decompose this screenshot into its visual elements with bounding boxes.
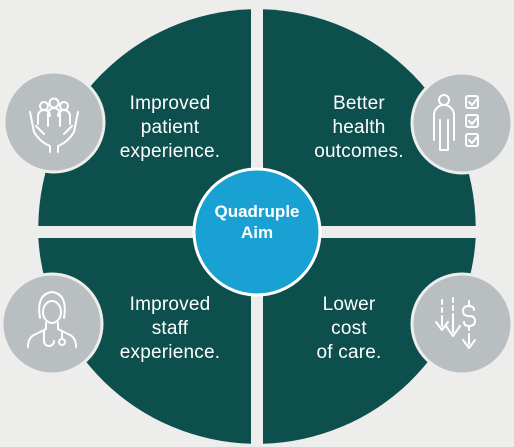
people-in-hands-icon [2,70,106,174]
label-line: staff [151,318,189,339]
label-line: Lower [322,294,376,315]
label-line: patient [140,117,200,138]
label-lower-cost: Lower cost of care. [298,293,400,365]
label-line: Better [333,93,385,114]
label-line: experience. [119,342,221,363]
label-line: of care. [316,342,382,363]
label-line: health [332,117,386,138]
label-patient-experience: Improved patient experience. [106,92,234,164]
doctor-stethoscope-icon [0,272,104,376]
center-circle [192,167,322,297]
quadrant-bottom-left [38,238,251,444]
label-line: Improved [129,294,211,315]
label-line: Improved [129,93,211,114]
person-checklist-icon [410,71,514,175]
center-title-line: Aim [240,223,274,242]
label-line: cost [331,318,367,339]
center-title: Quadruple Aim [196,201,318,243]
center-title-line: Quadruple [214,202,300,221]
label-line: experience. [119,141,221,162]
label-health-outcomes: Better health outcomes. [298,92,420,164]
quadrant-bottom-right [263,238,476,444]
cost-down-arrows-icon [410,272,514,376]
quadrant-top-left [38,9,251,226]
label-line: outcomes. [314,141,404,162]
label-staff-experience: Improved staff experience. [106,293,234,365]
quadrant-top-right [263,9,476,226]
